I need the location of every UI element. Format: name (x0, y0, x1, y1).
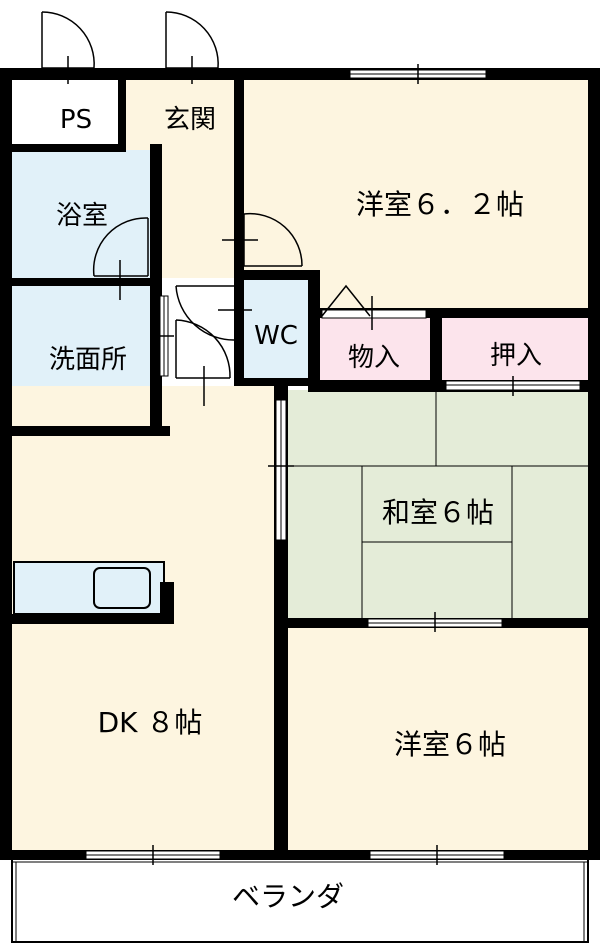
label-western-a: 洋室６．２帖 (356, 188, 524, 221)
label-dk: DK ８帖 (98, 706, 203, 739)
label-storage: 物入 (348, 343, 400, 373)
label-wc: WC (254, 321, 298, 351)
label-entrance: 玄関 (164, 105, 216, 135)
label-western-b: 洋室６帖 (394, 728, 506, 761)
label-japanese: 和室６帖 (382, 496, 494, 529)
room-closet (440, 316, 590, 382)
label-veranda: ベランダ (232, 880, 344, 913)
door-swings (41, 11, 373, 406)
windows (85, 64, 581, 865)
kitchen-sink (93, 567, 151, 609)
label-washroom: 洗面所 (49, 345, 127, 375)
room-western-b (284, 626, 590, 850)
room-bath (10, 150, 162, 280)
room-japanese (284, 390, 590, 622)
veranda-area (11, 857, 589, 943)
room-storage (316, 316, 434, 382)
label-ps: PS (60, 105, 92, 135)
room-wc (242, 278, 312, 382)
tatami-lines (288, 392, 588, 620)
label-closet: 押入 (490, 341, 542, 371)
room-ps (10, 78, 122, 146)
label-bath: 浴室 (56, 201, 108, 231)
